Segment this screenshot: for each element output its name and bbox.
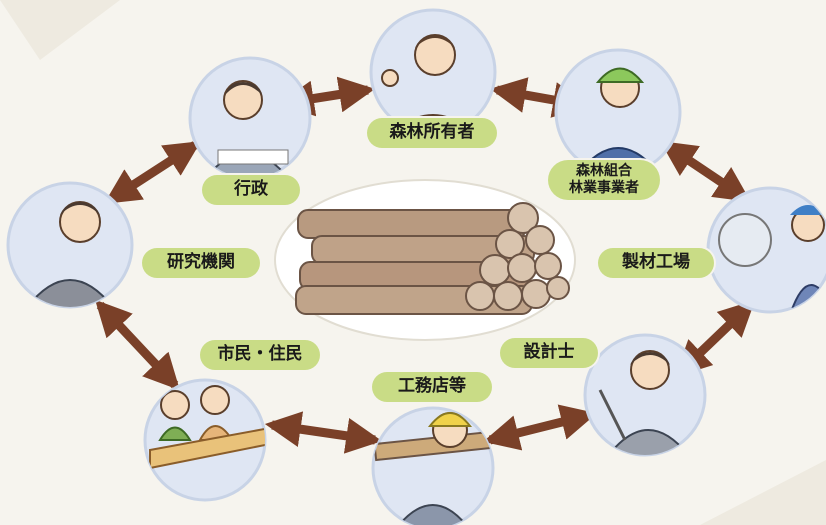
label-builder-text: 工務店等 xyxy=(398,376,466,397)
node-sawmill xyxy=(706,186,826,314)
label-forest-owner: 森林所有者 xyxy=(367,118,497,148)
arrow-admin-research xyxy=(103,141,202,204)
node-builder xyxy=(371,406,495,525)
bg-shape xyxy=(700,460,826,525)
label-builder: 工務店等 xyxy=(372,372,492,402)
label-cooperative-line1: 森林組合 xyxy=(576,163,632,180)
log-pile xyxy=(274,179,576,341)
label-research-text: 研究機関 xyxy=(167,252,235,273)
label-administration: 行政 xyxy=(202,175,300,205)
arrow-cooperative-sawmill xyxy=(660,140,751,203)
arrow-builder-designer xyxy=(483,404,597,451)
label-sawmill: 製材工場 xyxy=(598,248,714,278)
label-forest-owner-text: 森林所有者 xyxy=(389,122,475,143)
node-administration xyxy=(188,56,312,180)
label-citizens: 市民・住民 xyxy=(200,340,320,370)
label-sawmill-text: 製材工場 xyxy=(622,252,690,273)
node-cooperative xyxy=(554,48,682,176)
label-administration-text: 行政 xyxy=(234,179,268,200)
arrow-research-citizens xyxy=(95,299,180,391)
node-citizens xyxy=(143,378,267,502)
bg-shape xyxy=(0,0,120,60)
label-research: 研究機関 xyxy=(142,248,260,278)
label-citizens-text: 市民・住民 xyxy=(217,344,303,365)
node-research xyxy=(6,181,134,309)
node-designer xyxy=(583,333,707,457)
label-designer: 設計士 xyxy=(500,338,598,368)
label-cooperative: 森林組合 林業事業者 xyxy=(548,160,660,200)
label-cooperative-line2: 林業事業者 xyxy=(569,180,639,196)
label-designer-text: 設計士 xyxy=(523,342,575,363)
arrow-citizens-builder xyxy=(264,411,383,454)
